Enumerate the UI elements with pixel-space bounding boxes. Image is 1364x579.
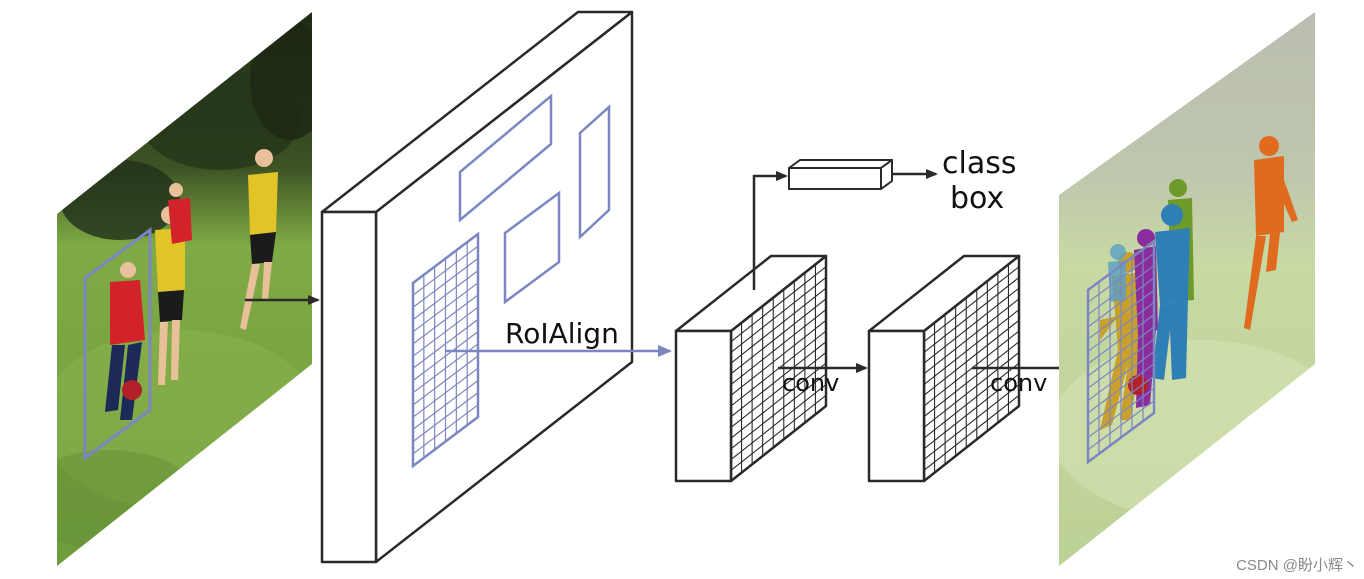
grid-line xyxy=(412,245,479,296)
conv-label-2: conv xyxy=(990,369,1047,397)
grid-line xyxy=(1087,326,1155,377)
grid-line xyxy=(923,362,1020,439)
grid-line xyxy=(923,341,1020,418)
grid-line xyxy=(730,298,827,375)
mask-orange xyxy=(1244,136,1298,330)
mask-red-ball xyxy=(1128,375,1148,395)
grid-line xyxy=(923,298,1020,375)
grid-line xyxy=(923,266,1020,343)
mask-blue xyxy=(1152,204,1190,380)
grid-line xyxy=(412,392,479,443)
grid-line xyxy=(923,319,1020,396)
grid-line xyxy=(412,318,479,369)
player-red xyxy=(105,262,145,420)
grid-line xyxy=(923,351,1020,428)
grid-line xyxy=(923,309,1020,386)
player-red-2 xyxy=(168,183,192,244)
grid-line xyxy=(412,331,479,382)
grid-line xyxy=(730,351,827,428)
grid-line xyxy=(730,276,827,353)
player-yellow-2 xyxy=(240,149,278,330)
box-label: box xyxy=(950,181,1004,216)
grid-line xyxy=(412,282,479,333)
grid-line xyxy=(923,384,1020,461)
grid-line xyxy=(1087,375,1155,426)
conv-label-1: conv xyxy=(782,369,839,397)
grid-line xyxy=(1087,387,1155,438)
grid-line xyxy=(412,306,479,357)
grid-line xyxy=(730,384,827,461)
output-roi-grid xyxy=(1087,249,1155,454)
grid-line xyxy=(1087,351,1155,402)
grid-line xyxy=(923,394,1020,471)
grid-line xyxy=(730,319,827,396)
grid-line xyxy=(1087,400,1155,451)
grid-line xyxy=(1087,301,1155,352)
grid-line xyxy=(1087,338,1155,389)
grid-line xyxy=(730,394,827,471)
output-photo-icon xyxy=(1059,12,1315,566)
grid-line xyxy=(923,373,1020,450)
grid-line xyxy=(1087,289,1155,340)
grid-line xyxy=(1087,314,1155,365)
grid-line xyxy=(412,404,479,455)
branch-arrow xyxy=(752,171,788,290)
grid-line xyxy=(1087,265,1155,316)
roi-grid xyxy=(412,242,479,458)
grid-line xyxy=(412,257,479,308)
grid-line xyxy=(730,309,827,386)
grid-line xyxy=(1087,252,1155,303)
grid-line xyxy=(923,276,1020,353)
grid-line xyxy=(412,355,479,406)
grid-line xyxy=(730,373,827,450)
roi-feature-grid xyxy=(730,264,827,473)
conv-feature-grid xyxy=(923,264,1020,473)
grid-line xyxy=(412,270,479,321)
grid-line xyxy=(730,287,827,364)
grid-line xyxy=(730,362,827,439)
grid-line xyxy=(923,330,1020,407)
grid-line xyxy=(412,379,479,430)
grid-line xyxy=(730,266,827,343)
fc-vector xyxy=(788,159,893,190)
class-label: class xyxy=(942,146,1016,181)
grid-line xyxy=(412,367,479,418)
grid-line xyxy=(1087,363,1155,414)
grid-line xyxy=(923,287,1020,364)
grid-line xyxy=(1087,277,1155,328)
roialign-label: RoIAlign xyxy=(505,317,619,350)
input-photo-icon xyxy=(57,12,312,566)
grid-line xyxy=(412,294,479,345)
watermark: CSDN @盼小辉丶 xyxy=(1236,557,1358,574)
grid-line xyxy=(730,341,827,418)
